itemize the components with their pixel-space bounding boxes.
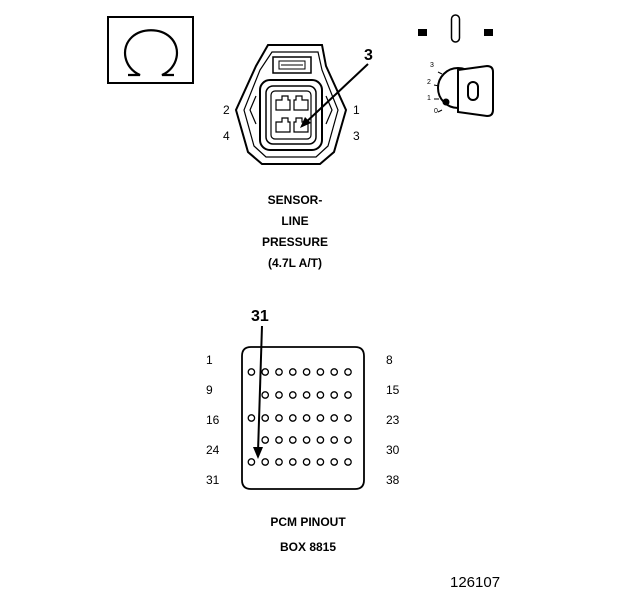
pcm-pin-cavity [288,436,297,444]
pcm-row-end-label: 15 [386,383,400,397]
pcm-pin-cavity [275,391,283,399]
pcm-pin-cavity [330,458,339,466]
pcm-pin-cavity [288,368,297,376]
pcm-row-start-label: 16 [206,413,220,427]
pcm-pin-cavity [302,414,311,422]
pcm-row-end-label: 38 [386,473,400,487]
sensor-callout-number: 3 [364,47,373,64]
pcm-pin-cavity [275,368,283,376]
ignition-position-label: 0 [434,108,438,115]
pcm-pin-cavity [316,368,325,376]
pcm-pin-cavity [275,458,283,466]
sensor-caption-line: SENSOR- [267,193,323,207]
pcm-callout-leader [253,325,263,459]
pcm-pin-cavity [302,368,311,376]
pcm-row-start-label: 9 [206,383,213,397]
sensor-pin-label-1: 1 [353,103,360,117]
sensor-terminal-cavity [293,117,309,133]
pcm-pin-cavity [330,436,339,444]
pcm-pin-cavity [261,391,270,399]
sensor-pin-label-4: 4 [223,129,230,143]
sensor-pin-label-3: 3 [353,129,360,143]
pcm-pin-cavity [344,368,352,376]
pcm-pin-cavity [261,436,270,444]
sensor-caption-line: LINE [281,214,309,228]
pcm-pin-cavity [302,458,311,466]
sensor-caption-line: PRESSURE [261,235,329,249]
figure-number: 126107 [450,574,501,591]
pcm-pin-cavity [247,368,256,376]
pcm-pin-cavity [316,391,325,399]
pcm-pin-cavity [344,436,352,444]
ohm-icon [107,16,194,84]
pcm-pin-cavity [275,436,283,444]
pcm-pin-cavity [330,391,339,399]
pcm-pin-cavity [330,368,339,376]
sensor-pin-label-2: 2 [223,103,230,117]
pcm-pin-cavity [344,414,352,422]
ignition-position-label: 2 [427,79,431,86]
pcm-pin-cavity [261,368,270,376]
pcm-pin-cavity [316,458,325,466]
pcm-pin-grid [247,368,352,466]
pcm-row-start-label: 31 [206,473,220,487]
sensor-caption-line: (4.7L A/T) [267,256,323,270]
ignition-position-label: 1 [427,95,431,102]
pcm-pin-cavity [302,436,311,444]
pcm-pin-cavity [330,414,339,422]
pcm-pin-cavity [261,414,270,422]
sensor-terminal-cavity [275,95,291,111]
ignition-off-symbol [418,14,493,43]
pcm-pin-cavity [288,391,297,399]
pcm-callout-number: 31 [251,308,269,325]
sensor-terminal-cavity [275,117,291,133]
pcm-row-start-label: 1 [206,353,213,367]
pcm-row-end-label: 30 [386,443,400,457]
pcm-connector [241,346,365,490]
pcm-pin-cavity [302,391,311,399]
pcm-pin-cavity [344,458,352,466]
pcm-pin-cavity [288,414,297,422]
pcm-pin-cavity [275,414,283,422]
pcm-row-start-label: 24 [206,443,220,457]
sensor-connector [234,44,348,165]
pcm-row-end-label: 8 [386,353,393,367]
sensor-callout-leader [300,63,369,128]
sensor-terminal-cavity [293,95,309,111]
pcm-caption-line: PCM PINOUT [270,515,346,529]
ignition-key-icon [433,64,494,118]
pcm-pin-cavity [261,458,270,466]
pcm-pin-cavity [344,391,352,399]
pcm-pin-cavity [247,458,256,466]
pcm-pin-cavity [316,414,325,422]
pcm-row-end-label: 23 [386,413,400,427]
pcm-pin-cavity [247,414,256,422]
pcm-caption-line: BOX 8815 [279,540,337,554]
pcm-pin-cavity [288,458,297,466]
ignition-position-label: 3 [430,62,434,69]
pcm-pin-cavity [316,436,325,444]
